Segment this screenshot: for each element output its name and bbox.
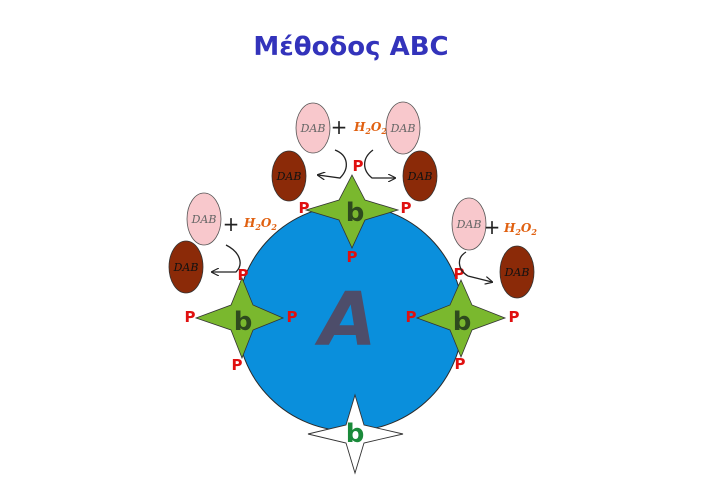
phosphate-left-n: P [238,266,249,284]
biotin-label-left: b [234,307,253,337]
phosphate-right-w: P [406,308,417,326]
dab-substrate-label: DAB [390,122,416,135]
biotin-label-top: b [346,198,365,228]
phosphate-right-s: P [455,355,466,373]
dab-substrate [385,101,421,155]
avidin-label: A [314,277,376,363]
page-title: Μέθοδος ABC [253,32,448,62]
dab-product-label: DAB [173,261,199,274]
phosphate-top-e: P [401,199,412,217]
reaction-group-left: DAB + H2O2 DAB [168,192,277,294]
biotin-star-left: b [194,276,285,360]
dab-substrate-label: DAB [300,122,326,135]
h2o2-label: H2O2 [503,221,537,237]
biotin-star-top: b [304,174,400,249]
dab-product-label: DAB [276,170,302,183]
dab-product [271,150,307,202]
dab-substrate [451,197,487,251]
biotin-label-bottom: b [346,419,365,449]
plus-sign: + [484,215,501,239]
biotin-label-right: b [453,307,472,337]
plus-sign: + [331,115,348,139]
dab-product [402,150,438,202]
dab-product [499,245,535,299]
phosphate-top-w: P [299,199,310,217]
dab-substrate-label: DAB [456,218,482,231]
plus-sign: + [223,212,240,236]
reaction-group-top: DAB + H2O2 DAB DAB DAB [271,101,438,202]
phosphate-top-s: P [347,248,358,266]
dab-substrate [186,192,222,246]
dab-product-label: DAB [407,170,433,183]
phosphate-right-n: P [454,265,465,283]
dab-product [168,240,204,294]
phosphate-left-s: P [232,356,243,374]
phosphate-left-e: P [287,308,298,326]
reaction-group-right: DAB + H2O2 DAB [451,197,537,299]
h2o2-label: H2O2 [353,120,387,136]
dab-product-label: DAB [504,266,530,279]
reaction-arrow [363,149,395,178]
biotin-star-right: b [415,279,507,359]
reaction-arrow [318,149,347,178]
biotin-star-bottom: b [307,393,404,475]
reaction-arrow [212,244,241,272]
phosphate-top-n: P [353,157,364,175]
h2o2-label: H2O2 [243,216,277,232]
dab-substrate-label: DAB [191,213,217,226]
phosphate-left-w: P [185,308,196,326]
dab-substrate [295,102,331,154]
reaction-arrow [458,251,492,282]
phosphate-right-e: P [509,308,520,326]
